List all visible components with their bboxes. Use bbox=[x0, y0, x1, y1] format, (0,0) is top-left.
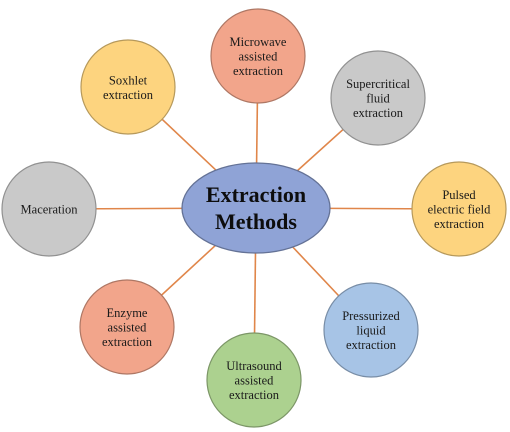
method-label-ultrasound-line-3: extraction bbox=[229, 388, 280, 402]
method-label-pressurized-line-1: Pressurized bbox=[342, 309, 400, 323]
method-label-pressurized-line-2: liquid bbox=[356, 324, 386, 338]
method-label-supercritical-line-1: Supercritical bbox=[346, 77, 410, 91]
method-circle-microwave bbox=[210, 8, 306, 104]
method-label-enzyme-line-1: Enzyme bbox=[107, 306, 148, 320]
method-node-maceration: Maceration bbox=[1, 161, 97, 257]
method-label-supercritical-line-2: fluid bbox=[366, 92, 390, 106]
method-label-microwave-line-2: assisted bbox=[239, 50, 279, 64]
center-title-line-1: Extraction bbox=[206, 182, 306, 207]
method-label-soxhlet-line-1: Soxhlet bbox=[109, 73, 148, 87]
method-circle-enzyme bbox=[79, 279, 175, 375]
method-label-microwave-line-3: extraction bbox=[233, 64, 284, 78]
method-label-enzyme-line-3: extraction bbox=[102, 335, 153, 349]
method-circle-ultrasound bbox=[206, 332, 302, 428]
method-label-soxhlet-line-2: extraction bbox=[103, 88, 154, 102]
method-nodes: MicrowaveassistedextractionSupercritical… bbox=[1, 8, 507, 428]
method-label-pulsed-line-2: electric field bbox=[428, 203, 492, 217]
method-label-pressurized-line-3: extraction bbox=[346, 338, 397, 352]
method-label-enzyme-line-2: assisted bbox=[108, 321, 148, 335]
method-label-microwave-line-1: Microwave bbox=[230, 35, 287, 49]
method-circle-soxhlet bbox=[80, 39, 176, 135]
center-title-line-2: Methods bbox=[215, 209, 297, 234]
center-ellipse bbox=[181, 162, 331, 254]
method-circle-pulsed bbox=[411, 161, 507, 257]
method-label-maceration-line-1: Maceration bbox=[21, 203, 79, 217]
method-circle-supercritical bbox=[330, 50, 426, 146]
method-label-ultrasound-line-1: Ultrasound bbox=[226, 359, 282, 373]
method-circle-maceration bbox=[1, 161, 97, 257]
method-label-pulsed-line-1: Pulsed bbox=[442, 188, 476, 202]
method-label-ultrasound-line-2: assisted bbox=[235, 374, 275, 388]
method-circle-pressurized bbox=[323, 282, 419, 378]
method-label-pulsed-line-3: extraction bbox=[434, 217, 485, 231]
method-label-supercritical-line-3: extraction bbox=[353, 106, 404, 120]
